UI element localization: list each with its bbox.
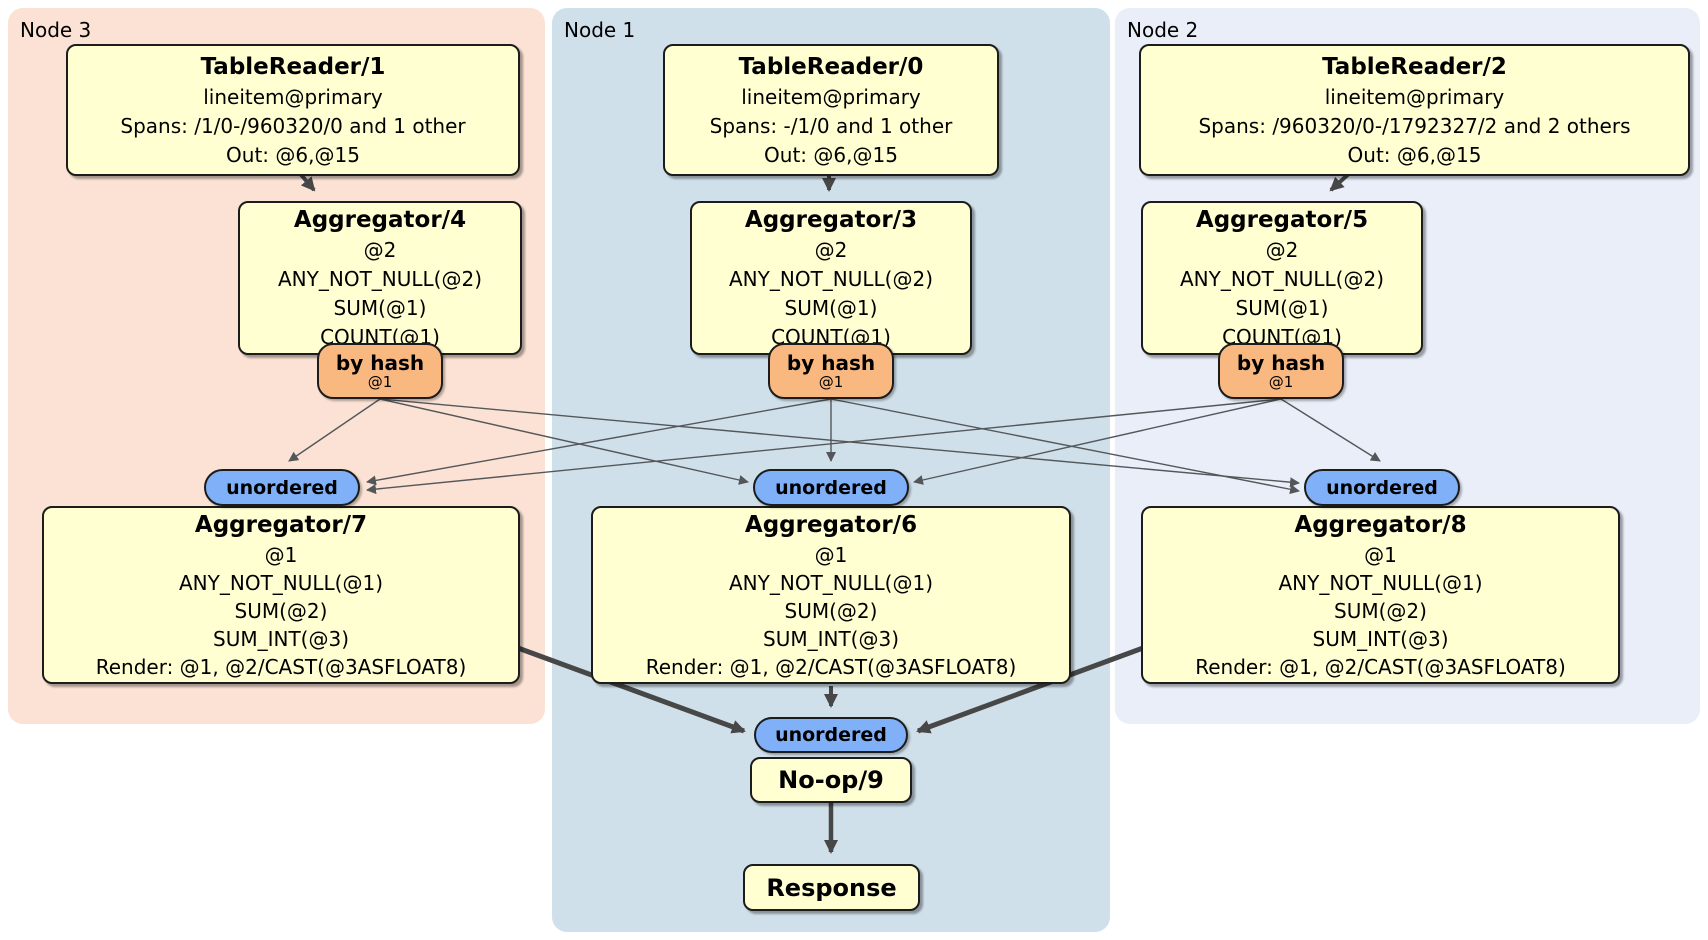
box-title: Aggregator/3 [744,207,918,233]
tablereader-0-box: TableReader/0 lineitem@primary Spans: -/… [663,44,999,176]
hash-router-pill-node1: by hash @1 [768,343,894,399]
box-title: TableReader/2 [1322,53,1507,80]
hash-router-pill-node3: by hash @1 [317,343,443,399]
aggregator-3-box: Aggregator/3 @2 ANY_NOT_NULL(@2) SUM(@1)… [690,201,972,355]
box-title: TableReader/0 [738,53,924,80]
stream-pill-node2: unordered [1304,469,1460,506]
noop-box: No-op/9 [750,757,912,803]
aggregator-to-final-arrows [517,645,1144,734]
hash-router-pill-node2: by hash @1 [1218,343,1344,399]
region-node2-label: Node 2 [1127,18,1199,42]
aggregator-7-box: Aggregator/7 @1 ANY_NOT_NULL(@1) SUM(@2)… [42,506,520,684]
box-title: Aggregator/8 [1294,512,1467,538]
region-node3-label: Node 3 [20,18,92,42]
hash-route-edges [288,398,1381,495]
stream-pill-node1: unordered [753,469,909,506]
box-title: Aggregator/5 [1195,207,1369,233]
box-title: Aggregator/7 [194,512,368,538]
tablereader-2-box: TableReader/2 lineitem@primary Spans: /9… [1139,44,1690,176]
aggregator-5-box: Aggregator/5 @2 ANY_NOT_NULL(@2) SUM(@1)… [1141,201,1423,355]
box-title: Aggregator/6 [744,512,918,538]
stream-pill-node3: unordered [204,469,360,506]
response-box: Response [743,864,920,911]
box-title: Aggregator/4 [293,207,467,233]
stream-pill-final: unordered [754,717,908,753]
aggregator-8-box: Aggregator/8 @1 ANY_NOT_NULL(@1) SUM(@2)… [1141,506,1620,684]
aggregator-6-box: Aggregator/6 @1 ANY_NOT_NULL(@1) SUM(@2)… [591,506,1071,684]
tablereader-1-box: TableReader/1 lineitem@primary Spans: /1… [66,44,520,176]
region-node1-label: Node 1 [564,18,636,42]
box-title: TableReader/1 [200,53,386,80]
aggregator-4-box: Aggregator/4 @2 ANY_NOT_NULL(@2) SUM(@1)… [238,201,522,355]
